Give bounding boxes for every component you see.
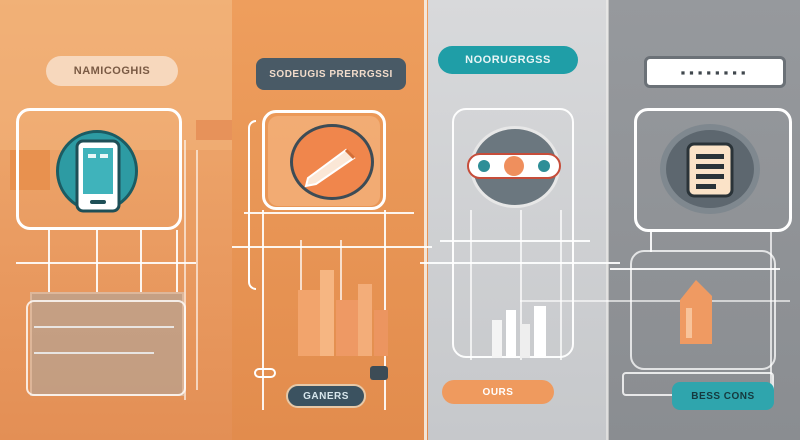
wire — [176, 230, 178, 292]
panel1-title-pill: NAMICOGHIS — [46, 56, 178, 86]
wire — [232, 246, 432, 248]
wire — [650, 232, 652, 252]
wire — [520, 210, 522, 360]
panel4-title-pill: ▪▪▪▪▪▪▪▪ — [644, 56, 786, 88]
building-cluster-icon — [298, 270, 388, 356]
document-card-frame — [634, 108, 792, 232]
wire — [520, 300, 790, 302]
data-card-frame — [26, 300, 186, 396]
text-line — [34, 352, 154, 354]
panel2-title-pill: SODEUGIS PRERRGSSI — [256, 58, 406, 90]
wire — [196, 150, 198, 390]
pencil-card-frame — [262, 110, 386, 210]
wire — [470, 210, 472, 360]
wire — [262, 210, 264, 410]
wire — [610, 268, 780, 270]
tower-icon — [680, 280, 712, 344]
panel-divider — [606, 0, 609, 440]
panel-divider — [424, 0, 427, 440]
wire — [244, 212, 414, 214]
connector-block — [370, 366, 388, 380]
document-list-icon — [686, 142, 734, 198]
wire — [440, 240, 590, 242]
phone-card-frame — [16, 108, 182, 230]
wire — [16, 262, 196, 264]
wire — [184, 140, 186, 400]
wire — [248, 120, 256, 290]
shade-block — [196, 120, 232, 140]
panel3-title-pill: NOORUGRGSS — [438, 46, 578, 74]
factory-icon — [492, 306, 546, 358]
text-line — [34, 326, 174, 328]
pencil-icon — [304, 148, 356, 188]
wire — [770, 232, 772, 392]
panel3-button: OURS — [442, 380, 554, 404]
wire — [140, 230, 142, 292]
wire — [48, 230, 50, 292]
smartphone-icon — [75, 139, 121, 213]
panel2-button: GANERS — [286, 384, 366, 408]
panel4-button: BESS CONS — [672, 382, 774, 410]
wire — [560, 210, 562, 360]
wire — [340, 240, 342, 340]
wire — [96, 230, 98, 292]
data-card-frame — [630, 250, 776, 370]
wire — [254, 368, 276, 378]
toggle-icon — [467, 153, 561, 179]
